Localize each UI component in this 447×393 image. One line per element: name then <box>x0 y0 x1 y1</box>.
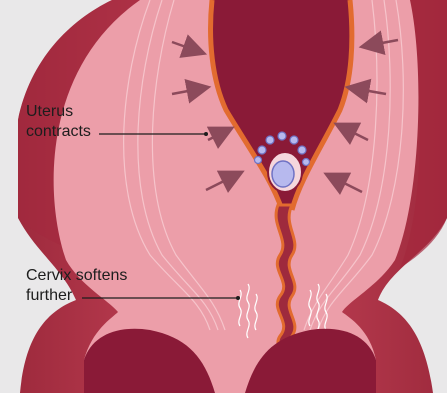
cervix-leader-dot <box>236 296 240 300</box>
cervix-label-line2: further <box>26 286 127 306</box>
uterus-label-line1: Uterus <box>26 102 91 122</box>
cervix-label-line1: Cervix softens <box>26 266 127 286</box>
uterus-label-line2: contracts <box>26 122 91 142</box>
uterus-leader-dot <box>204 132 208 136</box>
cervix-label: Cervix softens further <box>26 266 127 306</box>
uterus-label: Uterus contracts <box>26 102 91 142</box>
